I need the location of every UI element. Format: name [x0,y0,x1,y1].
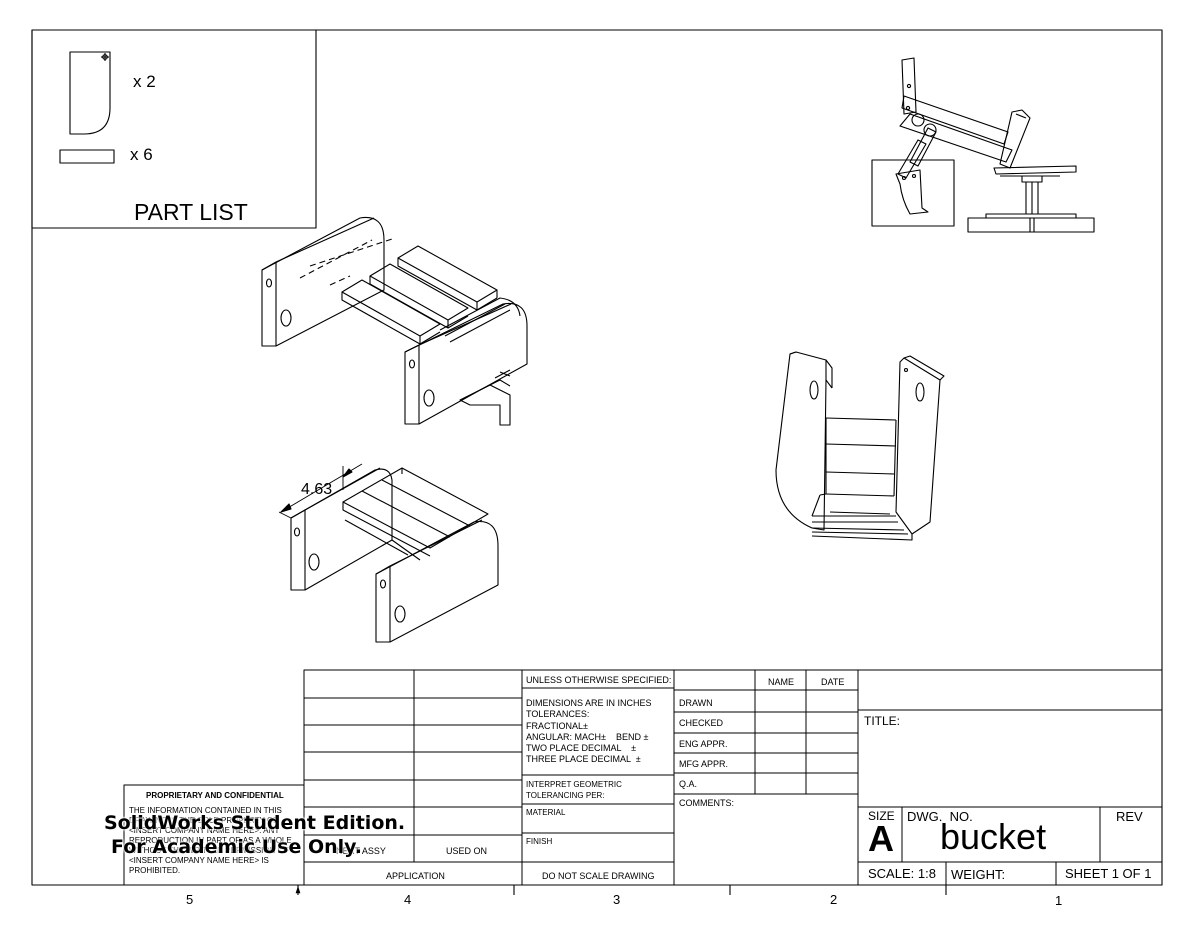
interpret-line-1: INTERPRET GEOMETRIC [526,780,622,789]
role-mfg-appr: MFG APPR. [679,759,729,769]
proprietary-line: DRAWING IS THE SOLE PROPERTY OF [129,816,279,825]
part-qty-slat: x 6 [130,145,153,164]
spec-line: ANGULAR: MACH± BEND ± [526,731,649,742]
part-qty-side-plate: x 2 [133,72,156,91]
proprietary-line: <INSERT COMPANY NAME HERE> IS [129,856,269,865]
slat-part-icon [59,149,115,164]
zone-label-1: 1 [1055,893,1063,908]
zone-ticks [297,885,947,895]
spec-line: FRACTIONAL± [526,720,588,731]
finish-label: FINISH [526,837,553,846]
bucket-front-view [775,351,945,541]
next-assy-label: NEXT ASSY [336,846,386,856]
weight-label: WEIGHT: [951,867,1006,882]
dimension-label: 4.63 [301,481,333,498]
part-list-box [31,29,317,229]
proprietary-heading: PROPRIETARY AND CONFIDENTIAL [146,791,284,800]
spec-line: TWO PLACE DECIMAL ± [526,743,637,754]
spec-line: TOLERANCES: [526,709,590,720]
proprietary-text: THE INFORMATION CONTAINED IN THIS DRAWIN… [129,806,292,876]
title-block-grid [123,669,1163,886]
used-on-label: USED ON [446,846,488,856]
dwg-no-value: bucket [940,816,1047,857]
date-column-header: DATE [821,677,845,687]
bucket-detail-box [871,159,955,227]
proprietary-line: <INSERT COMPANY NAME HERE>. ANY [129,826,280,835]
spec-line: THREE PLACE DECIMAL ± [526,754,641,765]
interpret-line-2: TOLERANCING PER: [526,791,605,800]
size-value: A [868,818,894,859]
dwg-no-label: DWG. NO. [907,809,973,824]
spec-line: DIMENSIONS ARE IN INCHES [526,698,652,708]
rev-label: REV [1116,809,1143,824]
zone-label-4: 4 [404,892,412,907]
do-not-scale-label: DO NOT SCALE DRAWING [542,871,655,881]
part-list-title: PART LIST [134,199,248,225]
role-eng-appr: ENG APPR. [679,739,728,749]
size-label: SIZE [868,809,895,823]
arrow-marker [295,886,301,894]
proprietary-line: PROHIBITED. [129,866,181,875]
zone-label-5: 5 [186,892,194,907]
name-column-header: NAME [768,677,795,687]
arm-assembly-view [871,57,1095,233]
watermark-line-2: For Academic Use Only. [111,836,362,858]
material-label: MATERIAL [526,808,566,817]
side-plate-part-icon [69,51,111,135]
watermark-line-1: SolidWorks Student Edition. [104,812,406,834]
role-checked: CHECKED [679,718,724,728]
proprietary-line: REPRODUCTION IN PART OR AS A WHOLE [129,836,292,845]
bucket-iso-assembled-view [278,463,499,643]
sheet-label: SHEET 1 OF 1 [1065,866,1152,881]
comments-label: COMMENTS: [679,798,734,808]
role-drawn: DRAWN [679,698,713,708]
proprietary-line: THE INFORMATION CONTAINED IN THIS [129,806,282,815]
scale-label: SCALE: 1:8 [868,866,936,881]
spec-lines: DIMENSIONS ARE IN INCHES TOLERANCES: FRA… [526,698,652,766]
application-label: APPLICATION [386,871,445,881]
title-label: TITLE: [864,714,901,728]
proprietary-line: WITHOUT THE WRITTEN PERMISSION OF [129,846,289,855]
bucket-iso-exploded-view [261,216,528,426]
zone-label-2: 2 [830,892,838,907]
spec-header: UNLESS OTHERWISE SPECIFIED: [526,675,672,685]
zone-label-3: 3 [613,892,621,907]
role-qa: Q.A. [679,779,698,789]
